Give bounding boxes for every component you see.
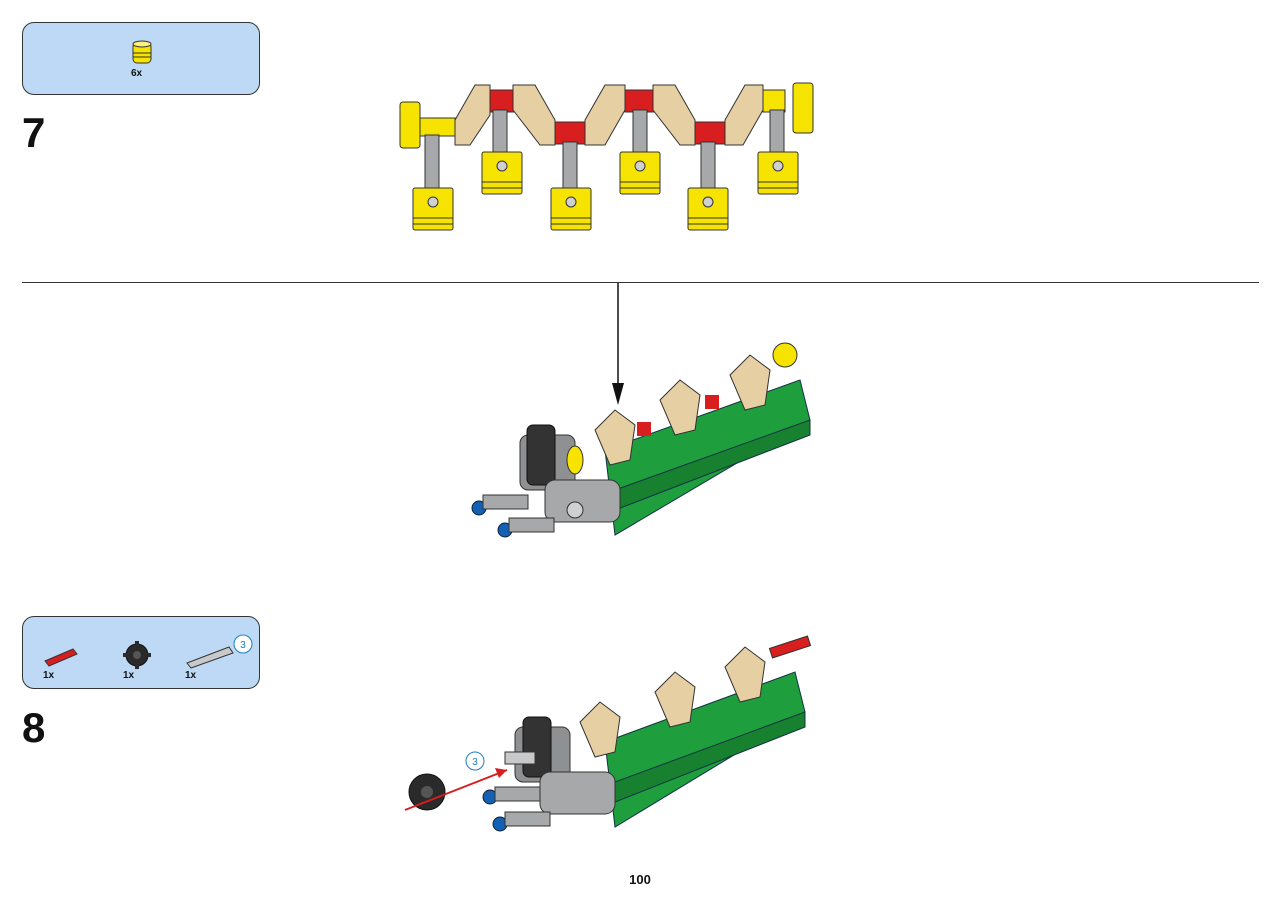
engine-block-gear-assembly-illustration: [404, 635, 812, 832]
engine-block-illustration: [471, 342, 811, 538]
assembly-callout-badge: 3: [465, 751, 485, 771]
step8-parts-box: 1x 1x 3 1x: [22, 616, 260, 689]
page-number: 100: [629, 872, 651, 887]
svg-text:3: 3: [472, 757, 478, 768]
step-number-7: 7: [22, 109, 46, 156]
black-gear-icon: [123, 641, 151, 669]
part-quantity: 1x: [43, 670, 55, 681]
step7-parts-box: 6x: [22, 22, 260, 95]
arrow-down-icon: [612, 283, 624, 405]
length-badge: 3: [233, 634, 253, 654]
gray-axle-3-icon: [186, 646, 234, 669]
yellow-piston-icon: [132, 40, 152, 64]
step-number-8: 8: [22, 704, 46, 751]
svg-text:3: 3: [240, 640, 246, 651]
crankshaft-assembly-illustration: [399, 82, 814, 231]
part-quantity: 1x: [123, 670, 135, 681]
part-quantity: 6x: [131, 68, 143, 79]
part-quantity: 1x: [185, 670, 197, 681]
red-axle-icon: [44, 648, 78, 667]
section-divider: [22, 282, 1259, 283]
